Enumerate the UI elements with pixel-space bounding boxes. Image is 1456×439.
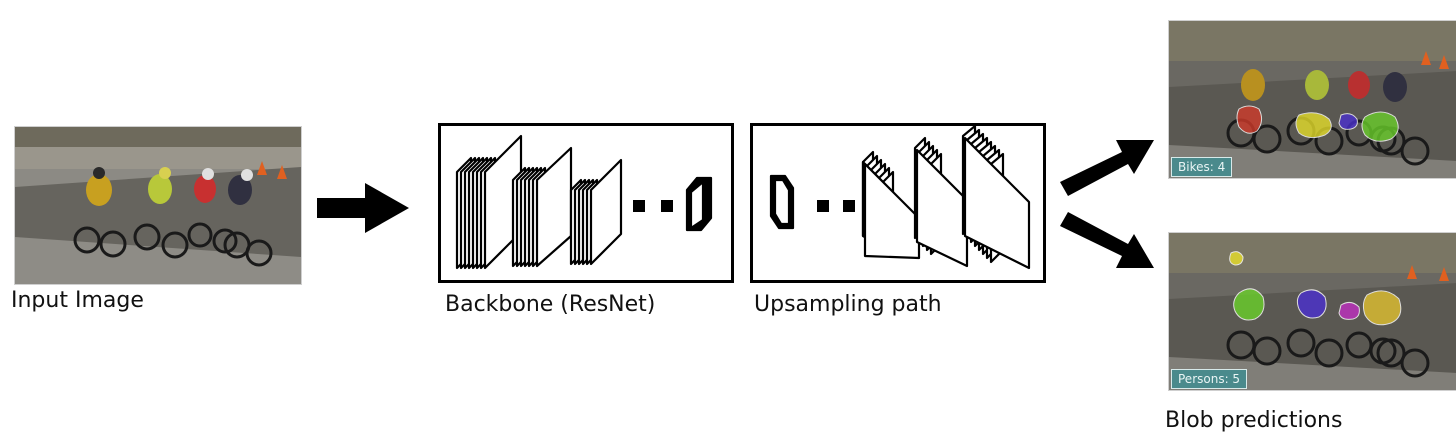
blob-predictions-label: Blob predictions (1165, 408, 1343, 433)
arrow-down-right-icon (1060, 212, 1154, 268)
bikes-count-badge: Bikes: 4 (1171, 157, 1233, 177)
persons-prediction-image: Persons: 5 (1168, 232, 1456, 391)
ellipsis-dots-icon (817, 200, 855, 212)
input-image-label: Input Image (11, 288, 144, 313)
ellipsis-dots-icon (633, 200, 673, 212)
upsampling-label: Upsampling path (754, 292, 942, 317)
arrow-up-right-icon (1060, 140, 1154, 196)
input-image (14, 126, 302, 285)
backbone-label: Backbone (ResNet) (445, 292, 656, 317)
backbone-layers (455, 134, 713, 270)
upsampling-box (750, 123, 1046, 283)
persons-count-badge: Persons: 5 (1171, 369, 1248, 389)
backbone-box (438, 123, 734, 283)
arrow-right-icon (317, 183, 409, 233)
upsampling-layers (769, 124, 1031, 270)
bikes-prediction-image: Bikes: 4 (1168, 20, 1456, 179)
